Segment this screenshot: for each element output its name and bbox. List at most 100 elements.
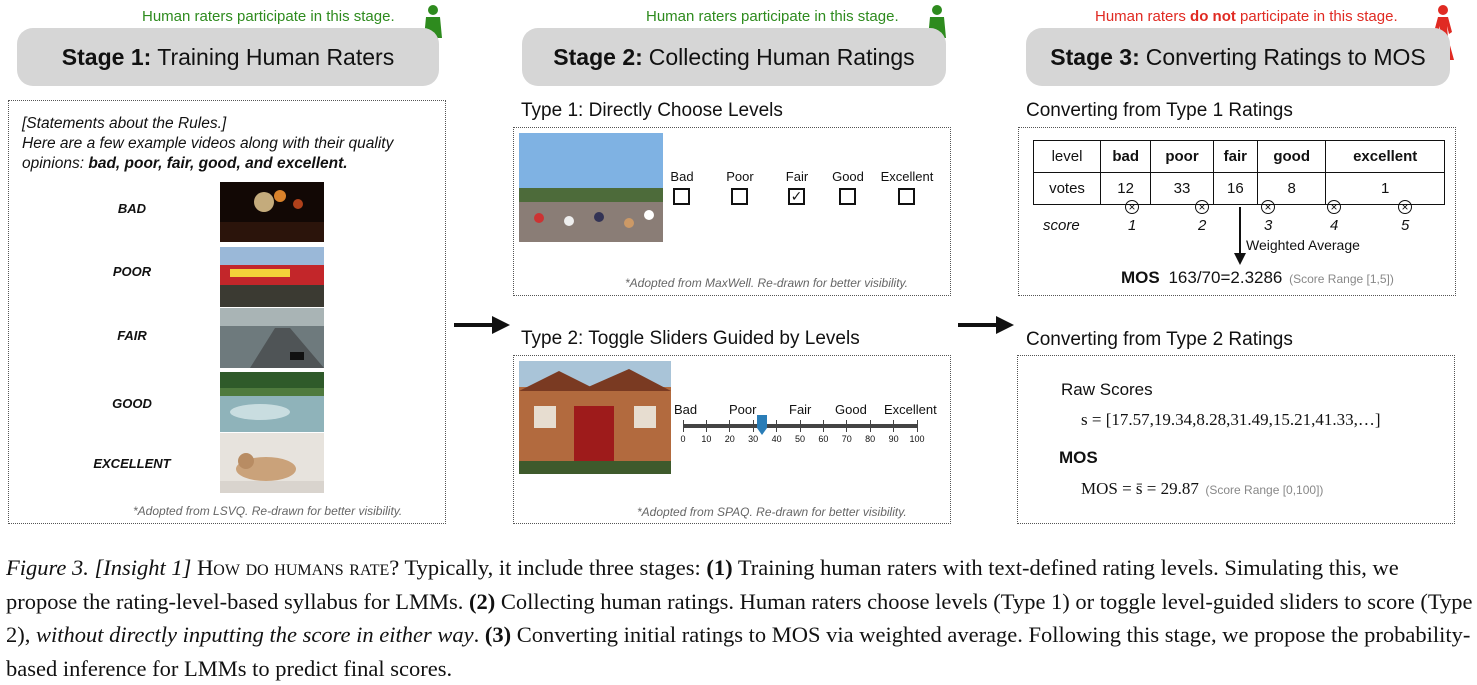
slider-tick-label: 90 — [888, 434, 899, 444]
type1-level-fair: Fair — [785, 169, 809, 184]
slider-tick-label: 80 — [865, 434, 876, 444]
slider-tick-label: 70 — [841, 434, 852, 444]
slider-tick-label: 10 — [701, 434, 712, 444]
statement-examples: Here are a few example videos along with… — [22, 135, 394, 152]
slider-tick-label: 30 — [748, 434, 759, 444]
statement-opinions: opinions: — [22, 155, 89, 172]
stage2-number: Stage 2: — [553, 43, 643, 70]
caption-heading: How do humans rate — [197, 555, 390, 580]
multiply-icon: × — [1327, 200, 1341, 214]
type2-level-fair: Fair — [789, 402, 812, 417]
type1-example-image — [519, 133, 663, 242]
type2-level-good: Good — [835, 402, 867, 417]
table-cell: level — [1033, 140, 1101, 173]
statement-rules: [Statements about the Rules.] — [22, 115, 227, 132]
arrow-right-icon — [454, 316, 510, 334]
slider-tick-mark — [893, 420, 895, 432]
slider-tick-label: 40 — [771, 434, 782, 444]
stage3-header: Stage 3: Converting Ratings to MOS — [1026, 28, 1450, 86]
conv2-panel — [1017, 355, 1455, 524]
type2-title: Type 2: Toggle Sliders Guided by Levels — [521, 328, 860, 349]
mos2-result: MOS = s̄ = 29.87 (Score Range [0,100]) — [1081, 479, 1323, 499]
stage3-number: Stage 3: — [1050, 43, 1140, 70]
type1-level-poor: Poor — [726, 169, 754, 184]
level-label-fair: FAIR — [117, 328, 147, 343]
votes-table: level bad poor fair good excellent votes… — [1033, 140, 1445, 205]
type1-level-bad: Bad — [670, 169, 694, 184]
type2-level-bad: Bad — [674, 402, 698, 417]
table-row: level bad poor fair good excellent — [1033, 140, 1445, 173]
score-value: 1 — [1128, 217, 1137, 234]
type1-checkbox-excellent[interactable] — [898, 188, 915, 205]
stage3-note-post: participate in this stage. — [1235, 8, 1398, 25]
type2-level-excellent: Excellent — [884, 402, 937, 417]
type1-checkbox-fair[interactable]: ✓ — [788, 188, 805, 205]
weighted-average-label: Weighted Average — [1246, 237, 1360, 253]
arrow-right-icon — [958, 316, 1014, 334]
slider-tick-label: 100 — [909, 434, 925, 444]
table-cell: fair — [1212, 140, 1258, 173]
type2-level-poor: Poor — [729, 402, 757, 417]
score-value: 3 — [1264, 217, 1273, 234]
type1-level-excellent: Excellent — [880, 169, 934, 184]
slider-tick-mark — [799, 420, 801, 432]
level-label-good: GOOD — [112, 396, 152, 411]
score-label: score — [1043, 217, 1080, 234]
example-video-poor — [220, 247, 324, 307]
figure-caption: Figure 3. [Insight 1] How do humans rate… — [6, 551, 1474, 685]
mos-result: MOS 163/70=2.3286 (Score Range [1,5]) — [1121, 268, 1394, 288]
table-cell: 8 — [1256, 172, 1327, 205]
mos2-label: MOS — [1059, 448, 1098, 467]
caption-n1: (1) — [706, 555, 733, 580]
stage2-header: Stage 2: Collecting Human Ratings — [522, 28, 946, 86]
slider-tick-mark — [752, 420, 754, 432]
conv2-title: Converting from Type 2 Ratings — [1026, 329, 1293, 350]
mos-range: (Score Range [1,5]) — [1289, 272, 1394, 286]
slider-tick-label: 0 — [680, 434, 686, 444]
caption-italic: without directly inputting the score in … — [36, 622, 474, 647]
mos-value: 163/70=2.3286 — [1168, 268, 1283, 287]
stage1-title: Training Human Raters — [157, 43, 395, 70]
stage2-note: Human raters participate in this stage. — [646, 8, 899, 25]
conv1-title: Converting from Type 1 Ratings — [1026, 100, 1293, 121]
type1-footnote: *Adopted from MaxWell. Re-drawn for bett… — [625, 276, 908, 290]
mos-label: MOS — [1121, 268, 1160, 287]
slider-tick-label: 20 — [724, 434, 735, 444]
score-value: 5 — [1401, 217, 1410, 234]
statement-levels: bad, poor, fair, good, and excellent. — [88, 155, 348, 172]
table-cell: 1 — [1325, 172, 1445, 205]
slider-tick-mark — [846, 420, 848, 432]
raw-scores-label: Raw Scores — [1061, 380, 1153, 399]
stage3-note-bold: do not — [1190, 8, 1236, 25]
score-value: 4 — [1330, 217, 1339, 234]
level-label-poor: POOR — [112, 264, 152, 279]
type2-example-image — [519, 361, 671, 474]
table-cell: bad — [1099, 140, 1152, 173]
caption-text-5: Converting initial ratings to MOS via we… — [6, 622, 1471, 681]
stage3-note-pre: Human raters — [1095, 8, 1191, 25]
raw-scores-formula: s = [17.57,19.34,8.28,31.49,15.21,41.33,… — [1081, 410, 1381, 429]
mos2-formula: MOS = s̄ = 29.87 — [1081, 479, 1199, 498]
table-cell: votes — [1033, 172, 1101, 205]
stage3-note: Human raters do not participate in this … — [1095, 8, 1398, 25]
type2-footnote: *Adopted from SPAQ. Re-drawn for better … — [637, 505, 907, 519]
stage1-note: Human raters participate in this stage. — [142, 8, 395, 25]
mos2-range: (Score Range [0,100]) — [1205, 483, 1324, 497]
example-video-excellent — [220, 433, 324, 493]
type1-checkbox-good[interactable] — [839, 188, 856, 205]
type1-checkbox-poor[interactable] — [731, 188, 748, 205]
slider-handle-icon[interactable] — [756, 414, 768, 436]
stage2-title: Collecting Human Ratings — [648, 43, 915, 70]
caption-text-1: ? Typically, it include three stages: — [389, 555, 707, 580]
table-row: votes 12 33 16 8 1 — [1033, 172, 1445, 205]
type1-checkbox-bad[interactable] — [673, 188, 690, 205]
table-cell: poor — [1150, 140, 1214, 173]
slider-tick-mark — [705, 420, 707, 432]
slider-tick-label: 60 — [818, 434, 829, 444]
slider-tick-label: 50 — [794, 434, 805, 444]
type1-level-good: Good — [832, 169, 864, 184]
multiply-icon: × — [1398, 200, 1412, 214]
table-cell: 16 — [1212, 172, 1258, 205]
example-video-good — [220, 372, 324, 432]
slider-tick-mark — [822, 420, 824, 432]
